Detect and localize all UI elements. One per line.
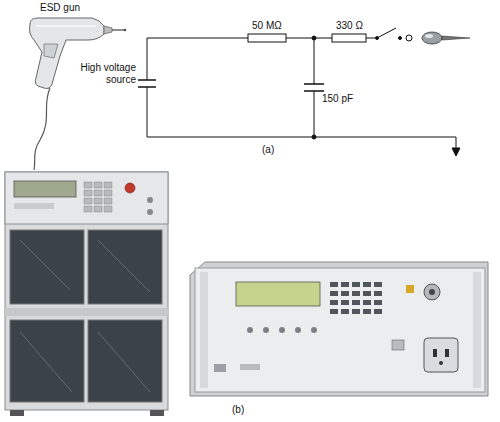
esd-simulator-photo bbox=[190, 262, 488, 396]
panel-letter: (a) bbox=[262, 144, 274, 156]
esd-schematic bbox=[138, 28, 460, 156]
resistor-value: 50 MΩ bbox=[252, 20, 282, 32]
resistor-value: 330 Ω bbox=[336, 20, 363, 32]
capacitor-value: 150 pF bbox=[322, 93, 353, 105]
device-name: ESD gun bbox=[40, 2, 80, 14]
source-label: High voltage source bbox=[80, 62, 136, 85]
esd-gun-illustration bbox=[30, 18, 127, 170]
esd-test-rack-photo bbox=[5, 172, 168, 416]
discharge-tip bbox=[406, 32, 470, 44]
panel-letter: (b) bbox=[232, 404, 244, 416]
